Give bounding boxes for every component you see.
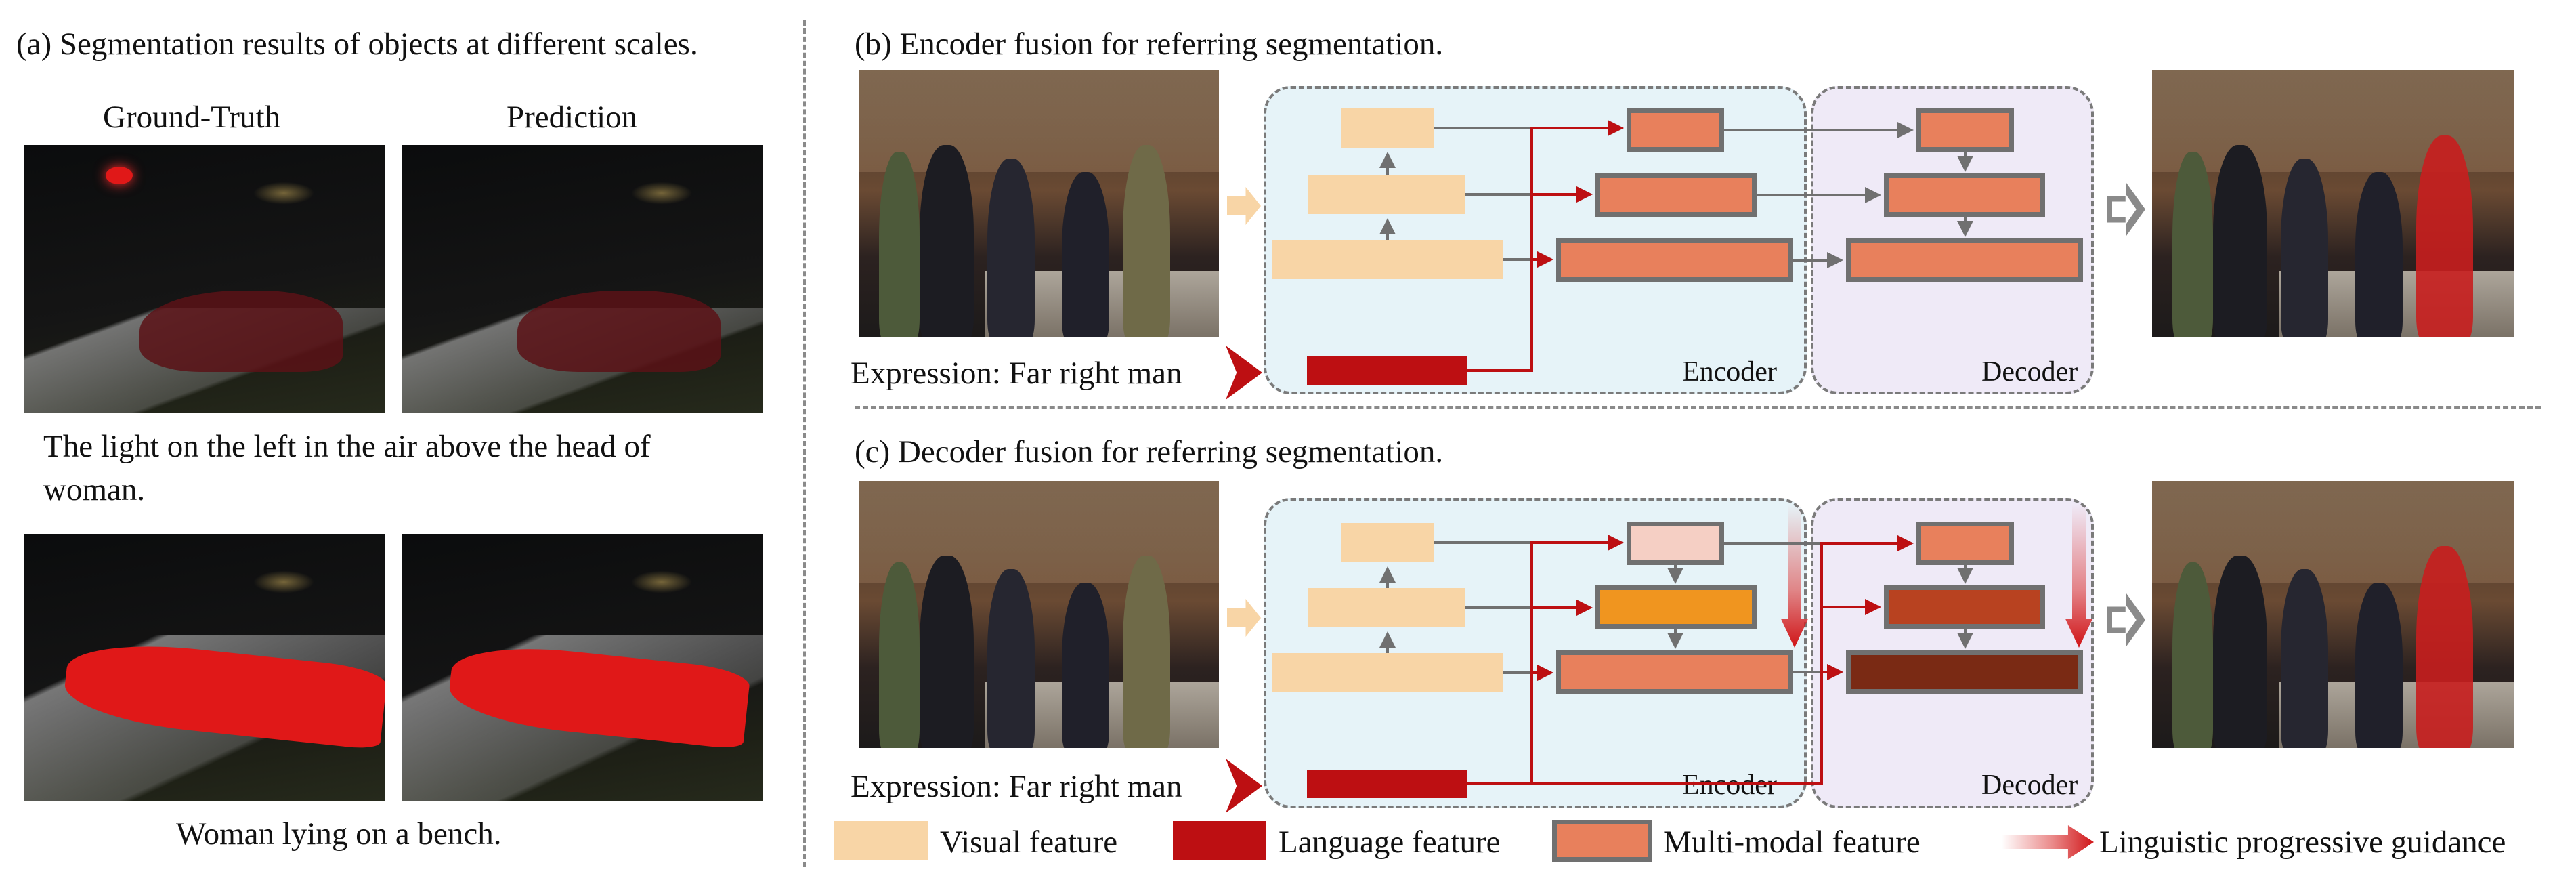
visual-feature-b3 bbox=[1272, 240, 1503, 279]
horizontal-divider bbox=[855, 406, 2541, 409]
mm-feature-b3 bbox=[1556, 238, 1793, 282]
pred-image-woman bbox=[402, 534, 763, 801]
pred-image-light bbox=[402, 145, 763, 413]
light-mask bbox=[106, 167, 133, 184]
output-image-c bbox=[2152, 481, 2514, 748]
legend-visual-label: Visual feature bbox=[940, 824, 1118, 860]
legend-multimodal-swatch bbox=[1552, 820, 1652, 862]
man-mask bbox=[2416, 135, 2473, 337]
decoder-feature-b3 bbox=[1846, 238, 2083, 282]
legend-multimodal-label: Multi-modal feature bbox=[1663, 824, 1920, 860]
encoder-label-b: Encoder bbox=[1682, 356, 1777, 388]
decoder-feature-c2 bbox=[1884, 585, 2045, 629]
decoder-label-b: Decoder bbox=[1981, 356, 2078, 388]
legend-language-swatch bbox=[1173, 821, 1266, 860]
vertical-divider bbox=[803, 20, 806, 867]
column-header-prediction: Prediction bbox=[507, 100, 638, 135]
language-feature-c bbox=[1307, 770, 1467, 798]
visual-feature-b1 bbox=[1341, 108, 1434, 148]
panel-c-title: (c) Decoder fusion for referring segment… bbox=[855, 434, 1444, 469]
visual-feature-c3 bbox=[1272, 653, 1503, 692]
decoder-feature-b2 bbox=[1884, 173, 2045, 217]
decoder-feature-c3 bbox=[1846, 650, 2083, 694]
man-mask bbox=[2416, 546, 2473, 748]
expression-c: Expression: Far right man bbox=[851, 769, 1182, 804]
decoder-feature-b1 bbox=[1916, 108, 2014, 152]
visual-feature-c2 bbox=[1308, 588, 1465, 627]
gt-image-woman bbox=[24, 534, 385, 801]
caption-woman: Woman lying on a bench. bbox=[176, 816, 502, 852]
blanket bbox=[517, 291, 721, 372]
panel-a-title: (a) Segmentation results of objects at d… bbox=[16, 26, 698, 62]
gt-image-light bbox=[24, 145, 385, 413]
caption-light: The light on the left in the air above t… bbox=[43, 429, 651, 464]
decoder-feature-c1 bbox=[1916, 522, 2014, 565]
expression-b: Expression: Far right man bbox=[851, 356, 1182, 391]
input-image-c bbox=[859, 481, 1219, 748]
output-image-b bbox=[2152, 70, 2514, 337]
legend-guidance-label: Linguistic progressive guidance bbox=[2099, 824, 2506, 860]
visual-feature-c1 bbox=[1341, 523, 1434, 562]
legend-visual-swatch bbox=[834, 821, 928, 860]
decoder-label-c: Decoder bbox=[1981, 770, 2078, 801]
mm-feature-b1 bbox=[1627, 108, 1724, 152]
language-feature-b bbox=[1307, 356, 1467, 385]
mm-feature-c1 bbox=[1627, 522, 1724, 565]
legend-language-label: Language feature bbox=[1279, 824, 1501, 860]
mm-feature-c3 bbox=[1556, 650, 1793, 694]
visual-feature-b2 bbox=[1308, 175, 1465, 214]
input-image-b bbox=[859, 70, 1219, 337]
panel-b-title: (b) Encoder fusion for referring segment… bbox=[855, 26, 1444, 62]
mm-feature-b2 bbox=[1595, 173, 1757, 217]
column-header-ground-truth: Ground-Truth bbox=[103, 100, 281, 135]
mm-feature-c2 bbox=[1595, 585, 1757, 629]
blanket bbox=[139, 291, 343, 372]
caption-light-line2: woman. bbox=[43, 472, 146, 507]
